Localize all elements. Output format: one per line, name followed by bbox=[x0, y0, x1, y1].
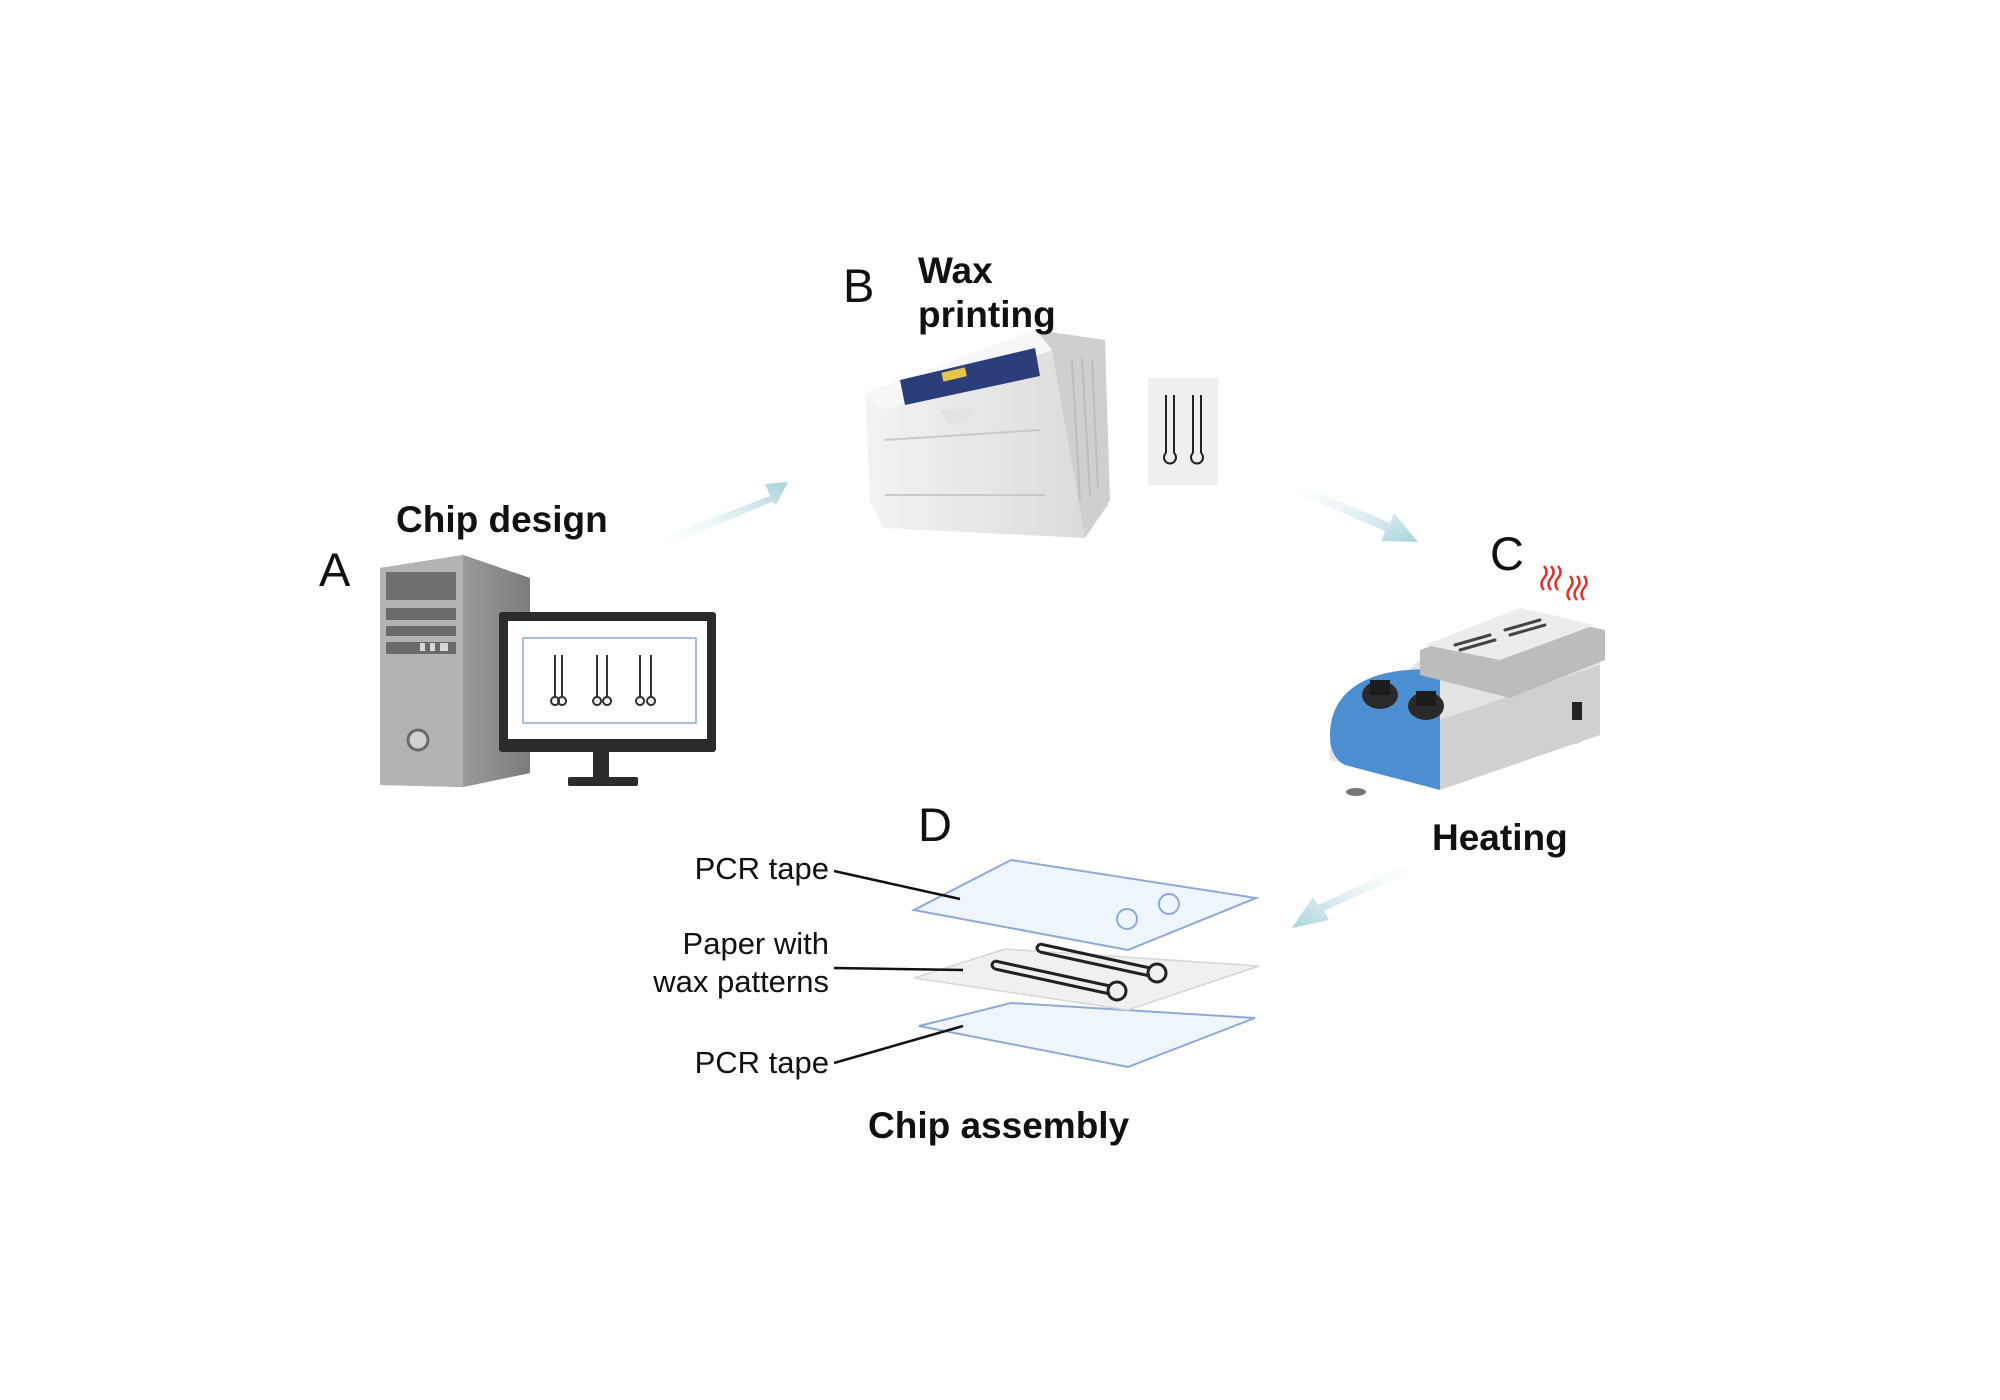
tape-layer-bottom bbox=[918, 1001, 1256, 1069]
printer-icon bbox=[865, 330, 1110, 538]
printed-paper-icon bbox=[1148, 378, 1218, 485]
monitor-icon bbox=[499, 612, 716, 786]
step-c-letter: C bbox=[1490, 527, 1524, 580]
paper-layer-middle bbox=[913, 942, 1260, 1011]
arrow-c-to-d bbox=[1292, 865, 1410, 928]
step-a-letter: A bbox=[319, 543, 351, 596]
hotplate-icon bbox=[1330, 608, 1605, 796]
step-b-title-line1: Wax bbox=[918, 250, 993, 291]
arrow-b-to-c bbox=[1296, 484, 1418, 542]
step-b-title-line2: printing bbox=[918, 294, 1056, 335]
arrow-a-to-b bbox=[660, 482, 788, 547]
step-c-title: Heating bbox=[1432, 817, 1568, 858]
computer-tower-icon bbox=[380, 555, 530, 787]
heat-waves-icon bbox=[1540, 565, 1588, 601]
layer-label-bottom-tape: PCR tape bbox=[694, 1045, 829, 1080]
leader-lines bbox=[833, 869, 964, 1065]
step-a-title: Chip design bbox=[396, 499, 608, 540]
layer-label-paper-line1: Paper with bbox=[682, 926, 829, 961]
step-d-letter: D bbox=[918, 798, 952, 851]
tape-layer-top bbox=[910, 858, 1260, 952]
step-d-title: Chip assembly bbox=[868, 1105, 1130, 1146]
layer-label-top-tape: PCR tape bbox=[694, 851, 829, 886]
step-b-letter: B bbox=[843, 259, 875, 312]
layer-label-paper-line2: wax patterns bbox=[653, 964, 829, 999]
